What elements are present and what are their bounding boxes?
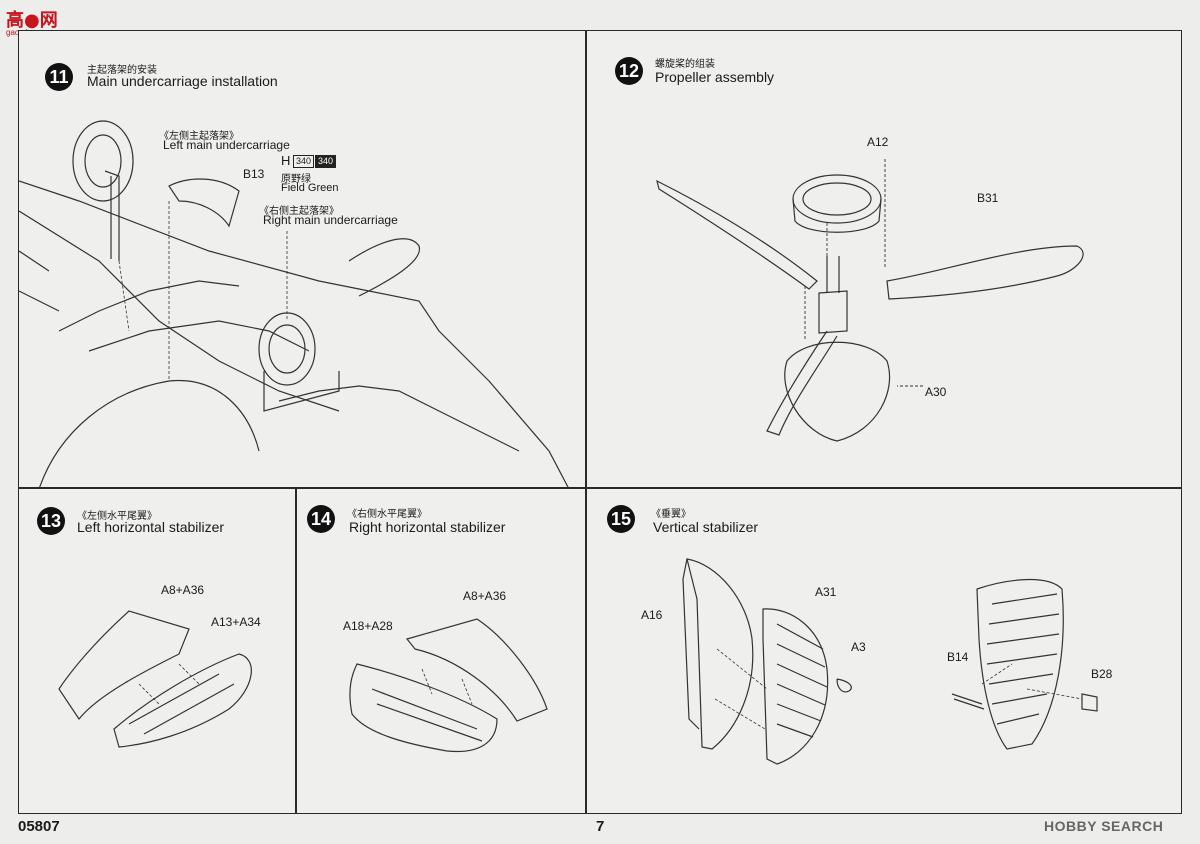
step-11-panel: 11 主起落架的安装 Main undercarriage installati… [18,30,586,488]
step-13-number: 13 [37,507,65,535]
right-stabilizer-drawing [349,618,548,753]
label-a8-a36-right: A8+A36 [463,589,507,603]
kit-code: 05807 [18,818,60,835]
label-a16: A16 [641,608,663,622]
vertical-stabilizer-drawing [682,558,1098,765]
label-a12: A12 [867,135,889,149]
paint-code-box: 340 340 [293,155,337,168]
site-logo: 高●网 [6,10,58,31]
step-15-title-en: Vertical stabilizer [653,519,759,535]
paint-name-cn: 原野绿 [281,174,311,185]
step-14-panel: 14 《右侧水平尾翼》 Right horizontal stabilizer … [296,488,586,814]
left-stabilizer-drawing [58,610,252,748]
step-13-panel: 13 《左侧水平尾翼》 Left horizontal stabilizer A… [18,488,296,814]
propeller-drawing [656,159,1084,442]
step-14-title-cn: 《右侧水平尾翼》 [347,509,427,520]
label-b13: B13 [243,167,265,181]
paint-letter: H [281,153,291,168]
label-b28: B28 [1091,667,1113,681]
step-11-title-cn: 主起落架的安装 [87,65,157,76]
paint-code-a: 340 [293,155,315,168]
step-13-title-cn: 《左侧水平尾翼》 [77,511,157,522]
label-a13-a34: A13+A34 [211,615,261,629]
main-undercarriage-drawing [19,120,569,487]
paint-code-b: 340 [315,155,337,168]
label-a18-a28: A18+A28 [343,619,393,633]
label-a3: A3 [851,640,866,654]
label-a31: A31 [815,585,837,599]
hobby-search-watermark: HOBBY SEARCH [1044,818,1164,834]
right-undercarriage-cn: 《右侧主起落架》 [259,206,339,217]
step-14-title-en: Right horizontal stabilizer [349,519,506,535]
right-undercarriage-en: Right main undercarriage [263,213,398,227]
paint-name-en: Field Green [281,182,339,194]
step-15-title-cn: 《垂翼》 [651,509,691,520]
label-a8-a36: A8+A36 [161,583,205,597]
step-12-number: 12 [615,57,643,85]
page-number: 7 [596,818,605,835]
step-13-title-en: Left horizontal stabilizer [77,519,225,535]
left-undercarriage-en: Left main undercarriage [163,138,290,152]
label-b14: B14 [947,650,969,664]
label-b31: B31 [977,191,999,205]
step-12-panel: 12 螺旋桨的组装 Propeller assembly A12 B31 A30 [586,30,1182,488]
step-15-number: 15 [607,505,635,533]
step-11-number: 11 [45,63,73,91]
step-12-title-cn: 螺旋桨的组装 [655,59,715,70]
step-11-title-en: Main undercarriage installation [87,73,278,89]
step-15-panel: 15 《垂翼》 Vertical stabilizer A16 A31 A3 B… [586,488,1182,814]
step-12-title-en: Propeller assembly [655,69,775,85]
left-undercarriage-cn: 《左侧主起落架》 [159,131,239,142]
label-a30: A30 [925,385,947,399]
step-14-number: 14 [307,505,335,533]
